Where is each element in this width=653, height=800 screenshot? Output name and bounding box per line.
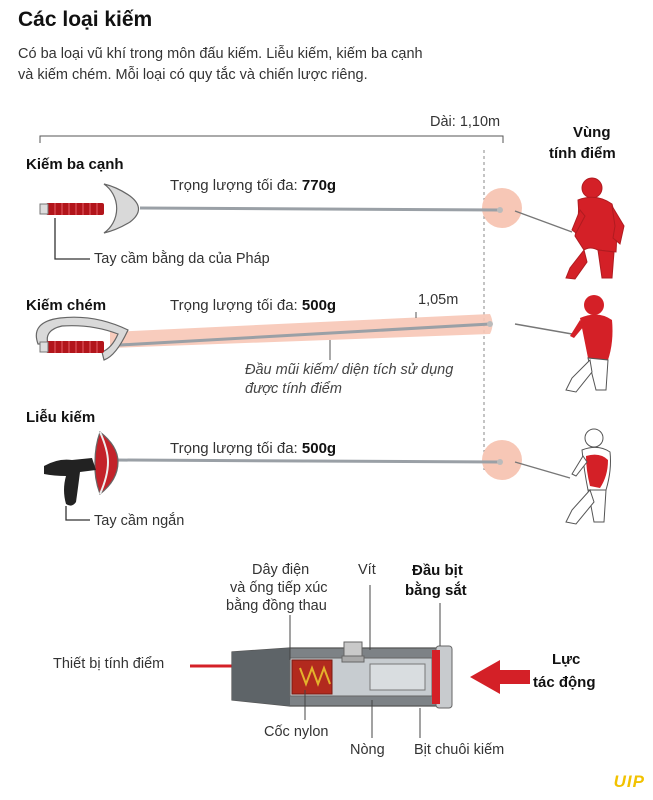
- foil-blade: [114, 458, 501, 464]
- scoring-zone-label-1: Vùng: [573, 124, 611, 141]
- sabre-note-line-2: được tính điểm: [245, 381, 342, 397]
- spring: [299, 665, 331, 687]
- tip-cross-section: [190, 641, 530, 709]
- wire-label-1: Dây điện: [252, 562, 310, 578]
- force-label-2: tác động: [533, 674, 596, 691]
- screw-label: Vít: [358, 562, 376, 578]
- length-bracket: [39, 135, 504, 143]
- uip-watermark: UIP: [613, 772, 645, 791]
- epee-weapon: [39, 183, 522, 260]
- subtitle-line-1: Có ba loại vũ khí trong môn đấu kiếm. Li…: [18, 46, 423, 62]
- piston: [369, 663, 426, 691]
- length-label: Dài: 1,10m: [430, 114, 501, 130]
- epee-blade: [139, 206, 501, 212]
- nylon-cup-label: Cốc nylon: [264, 724, 329, 740]
- force-arrow: [470, 660, 530, 694]
- foil-grip: [44, 458, 96, 506]
- subtitle-line-2: và kiếm chém. Mỗi loại có quy tắc và chi…: [18, 67, 368, 83]
- epee-pommel: [39, 203, 49, 215]
- foil-grip-note: Tay cầm ngắn: [94, 513, 185, 529]
- barrel-label: Nòng: [350, 742, 385, 758]
- page-title: Các loại kiếm: [18, 8, 153, 31]
- iron-cap-label-1: Đầu bịt: [412, 562, 463, 579]
- sabre-weight-value: 500g: [301, 297, 337, 314]
- sabre-name: Kiếm chém: [26, 297, 107, 314]
- epee-guard: [103, 183, 140, 234]
- sabre-length: 1,05m: [418, 292, 459, 308]
- tip-leader-lines: [289, 585, 441, 738]
- sabre-blade: [119, 322, 491, 347]
- sabre-pommel: [39, 341, 49, 353]
- wire-label-3: bằng đồng thau: [226, 598, 327, 614]
- screw: [343, 641, 363, 657]
- foil-weight-prefix: Trọng lượng tối đa:: [170, 440, 302, 457]
- scoring-zone-label-2: tính điểm: [549, 145, 616, 162]
- epee-weight-prefix: Trọng lượng tối đa:: [170, 177, 302, 194]
- epee-fencer: [514, 177, 625, 280]
- foil-weight: Trọng lượng tối đa: 500g: [170, 440, 336, 457]
- sabre-note-line-1: Đầu mũi kiếm/ diện tích sử dụng: [245, 362, 454, 378]
- epee-grip-note: Tay cầm bằng da của Pháp: [94, 251, 270, 267]
- foil-weapon: [44, 431, 522, 521]
- sabre-fencer: [514, 295, 613, 393]
- force-label-1: Lực: [552, 651, 581, 668]
- foil-fencer: [514, 428, 611, 525]
- sabre-guard: [35, 316, 129, 361]
- scoring-device-label: Thiết bị tính điểm: [53, 656, 165, 672]
- epee-weight-value: 770g: [301, 177, 337, 194]
- foil-guard: [94, 431, 119, 495]
- epee-weight: Trọng lượng tối đa: 770g: [170, 177, 336, 194]
- blade-cap-label: Bịt chuôi kiếm: [414, 742, 505, 758]
- subtitle: Có ba loại vũ khí trong môn đấu kiếm. Li…: [18, 44, 618, 86]
- foil-weight-value: 500g: [301, 440, 337, 457]
- sabre-weight: Trọng lượng tối đa: 500g: [170, 297, 336, 314]
- sabre-weapon: [35, 312, 493, 361]
- nylon-cup: [291, 659, 333, 695]
- epee-name: Kiếm ba cạnh: [26, 156, 124, 173]
- sabre-weight-prefix: Trọng lượng tối đa:: [170, 297, 302, 314]
- wire-label-2: và ống tiếp xúc: [230, 580, 328, 596]
- foil-name: Liễu kiếm: [26, 409, 96, 426]
- iron-cap-label-2: bằng sắt: [405, 582, 467, 599]
